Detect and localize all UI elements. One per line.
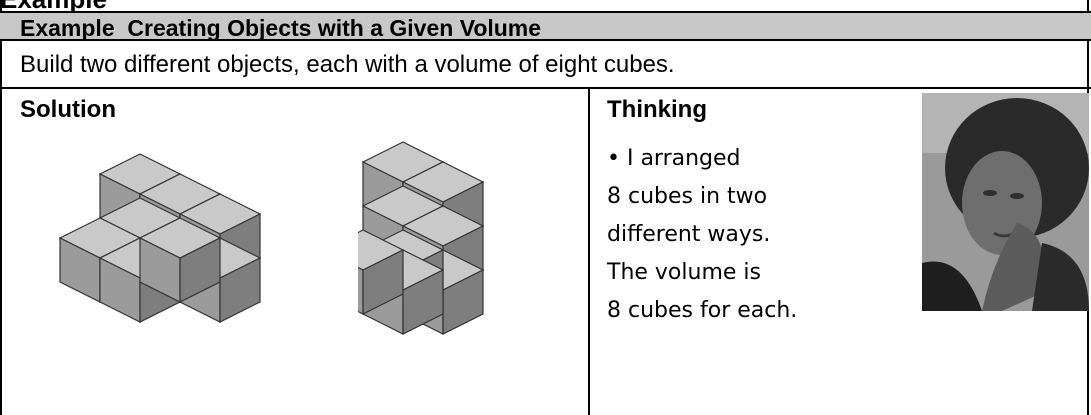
thinking-heading: Thinking [607, 96, 707, 124]
column-divider [588, 89, 590, 415]
cube-tower-icon [358, 140, 538, 355]
thinking-line-4: The volume is [607, 259, 761, 287]
task-row: Build two different objects, each with a… [0, 41, 1091, 89]
solution-heading: Solution [20, 96, 116, 124]
example-label: Example [20, 15, 115, 41]
thinking-line-2: 8 cubes in two [607, 183, 767, 211]
example-title-text: Creating Objects with a Given Volume [127, 15, 541, 41]
thinking-line-5: 8 cubes for each. [607, 297, 797, 325]
cube-arrangement-icon [40, 140, 280, 355]
thinking-line-1: • I arranged [607, 145, 741, 173]
thinking-line-3: different ways. [607, 221, 770, 249]
example-title-bar: Example Creating Objects with a Given Vo… [0, 11, 1091, 41]
thinking-girl-photo [922, 93, 1089, 311]
example-title: Example Creating Objects with a Given Vo… [20, 15, 541, 41]
task-text: Build two different objects, each with a… [20, 50, 675, 80]
